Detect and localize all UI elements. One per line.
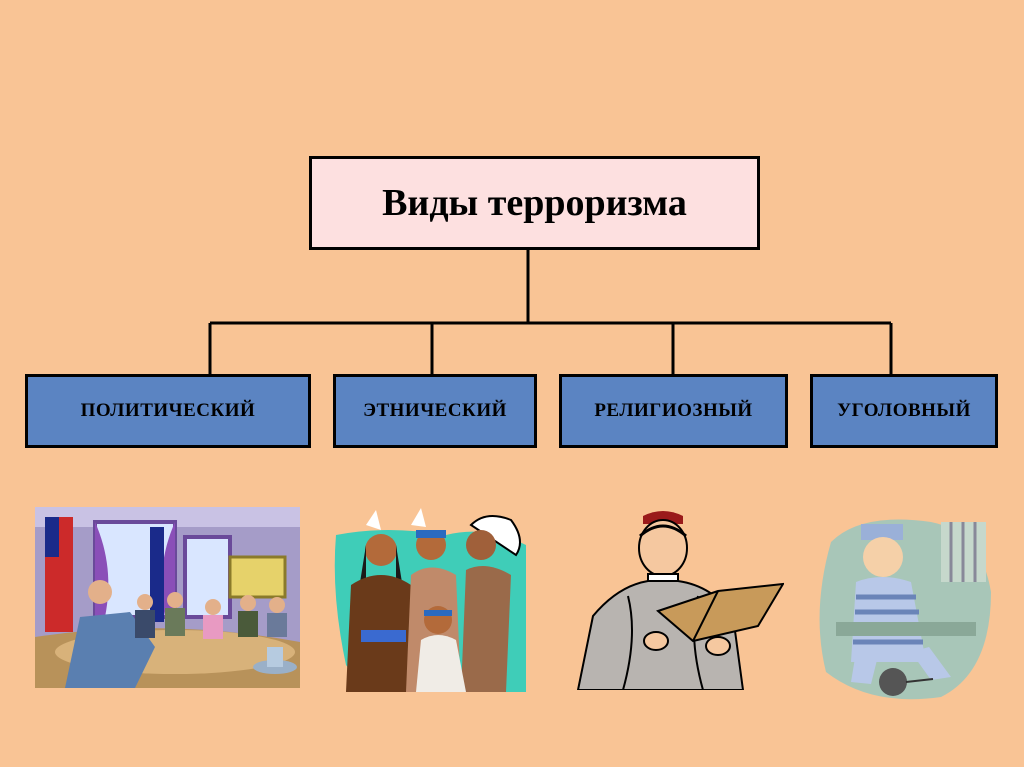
meeting-room-icon xyxy=(35,507,300,688)
type-ethnic: ЭТНИЧЕСКИЙ xyxy=(333,374,537,448)
type-political: ПОЛИТИЧЕСКИЙ xyxy=(25,374,311,448)
type-criminal: УГОЛОВНЫЙ xyxy=(810,374,998,448)
prisoner-icon xyxy=(819,519,991,700)
type-religious: РЕЛИГИОЗНЫЙ xyxy=(559,374,788,448)
priest-reading-icon xyxy=(576,511,784,690)
native-people-icon xyxy=(334,508,526,692)
diagram-title: Виды терроризма xyxy=(309,156,760,250)
